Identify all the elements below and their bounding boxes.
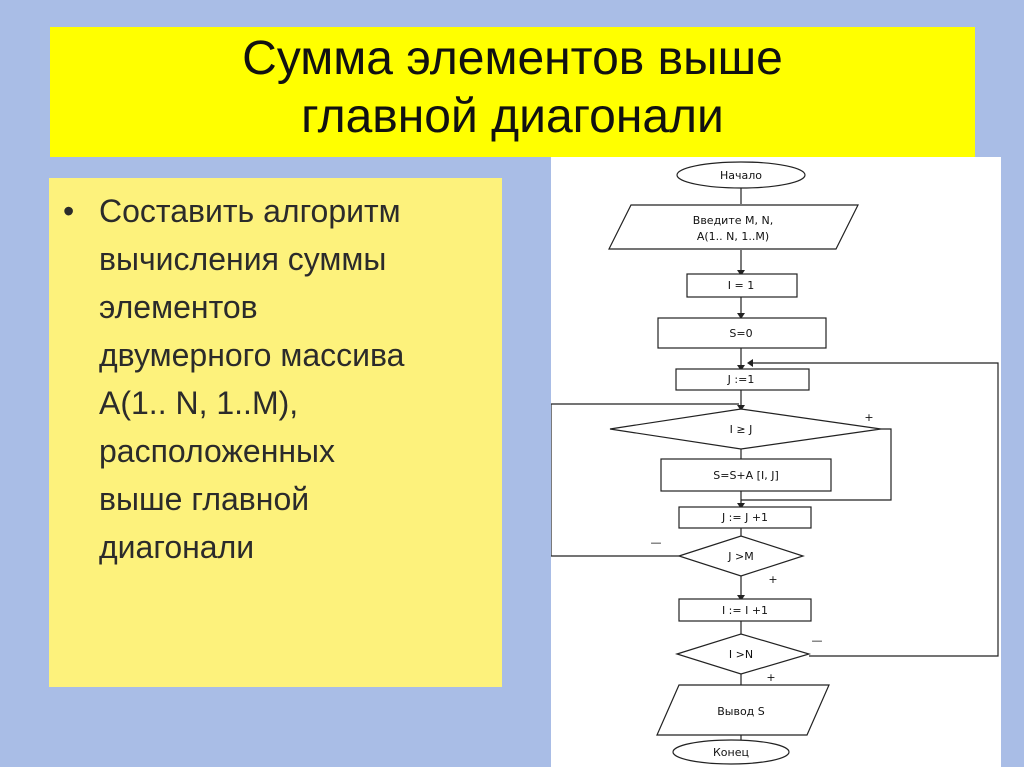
branch-plus: + (768, 573, 777, 586)
init-j-label: J :=1 (727, 373, 755, 386)
flowchart: Начало Введите M, N, A(1.. N, 1..M) I = … (551, 161, 999, 765)
init-s-label: S=0 (729, 327, 752, 340)
branch-minus: — (812, 634, 823, 647)
task-line: расположенных (99, 433, 336, 469)
start-label: Начало (720, 169, 762, 182)
inc-i-block (678, 598, 812, 622)
init-i-block (686, 273, 798, 298)
task-line: диагонали (99, 529, 255, 565)
inc-j-label: J := J +1 (721, 511, 768, 524)
decision-i-gt-n (674, 633, 812, 675)
title-background (50, 27, 975, 157)
branch-plus: + (864, 411, 873, 424)
loop-j-line (551, 403, 739, 557)
loop-i-line (751, 362, 999, 657)
arrowhead (737, 405, 745, 411)
inc-i-label: I := I +1 (722, 604, 768, 617)
arrowhead (747, 359, 753, 367)
decision-j-gt-m-label: J >M (727, 550, 753, 563)
input-label-1: Введите M, N, (693, 214, 773, 227)
end-label: Конец (713, 746, 749, 759)
branch-plus: + (766, 671, 775, 684)
task-line: вычисления суммы (99, 241, 387, 277)
title-line-1: Сумма элементов выше (242, 32, 783, 85)
arrowhead (737, 503, 745, 509)
decision-j-gt-m (677, 535, 805, 577)
decision-i-gt-n-label: I >N (729, 648, 753, 661)
bullet-marker: • (63, 193, 75, 229)
slide-title: Сумма элементов выше главной диагонали (50, 30, 975, 146)
decision-i-ge-j-label: I ≥ J (730, 423, 753, 436)
init-j-block (675, 368, 810, 391)
skip-sum-line (741, 428, 892, 501)
inc-j-block (678, 506, 812, 529)
input-label-2: A(1.. N, 1..M) (697, 230, 769, 243)
arrowhead (737, 365, 745, 371)
init-i-label: I = 1 (728, 279, 754, 292)
title-line-2: главной диагонали (301, 90, 724, 143)
start-terminal (676, 161, 806, 189)
sum-label: S=S+A [I, J] (713, 469, 778, 482)
branch-minus: — (651, 536, 662, 549)
task-line: Составить алгоритм (99, 193, 401, 229)
flowchart-panel: Начало Введите M, N, A(1.. N, 1..M) I = … (551, 157, 1001, 767)
task-line: А(1.. N, 1..M), (99, 385, 299, 421)
sum-block (660, 458, 832, 492)
task-line: элементов (99, 289, 258, 325)
output-block (656, 684, 830, 736)
task-line: двумерного массива (99, 337, 405, 373)
arrowhead (737, 595, 745, 601)
arrowhead (737, 270, 745, 276)
end-terminal (672, 739, 790, 765)
arrowhead (737, 313, 745, 319)
task-panel (49, 178, 502, 687)
init-s-block (657, 317, 827, 349)
decision-i-ge-j (609, 408, 882, 450)
output-label: Вывод S (717, 705, 765, 718)
task-line: выше главной (99, 481, 310, 517)
input-block (608, 204, 859, 250)
task-description: Составить алгоритм вычисления суммы элем… (99, 187, 499, 571)
